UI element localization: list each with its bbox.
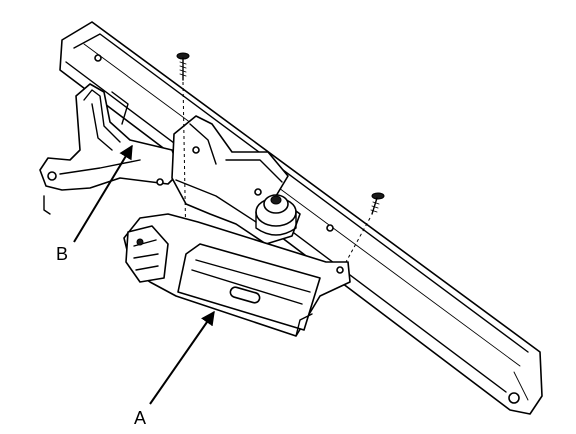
- callout-b-label: B: [56, 244, 68, 264]
- callout-a-label: A: [134, 408, 146, 428]
- plate-hole: [192, 146, 200, 154]
- screw-right: [370, 192, 385, 215]
- rail-frame: [59, 21, 543, 415]
- callout-a: A: [134, 310, 215, 428]
- left-bracket: [39, 83, 181, 215]
- screw-right-guide: [345, 217, 371, 263]
- rail-hole-mid: [326, 224, 334, 232]
- module-tab-hole: [336, 266, 344, 274]
- callout-b-leader: [73, 144, 133, 243]
- cable-end: [43, 195, 51, 215]
- callout-a-leader: [149, 310, 215, 405]
- bracket-hole: [47, 171, 57, 181]
- connector-pin: [136, 238, 144, 246]
- rail-mount-hole: [508, 392, 520, 404]
- control-module: [123, 213, 351, 337]
- screw-top: [176, 52, 190, 81]
- plate-hole-2: [254, 188, 262, 196]
- callout-b: B: [56, 144, 133, 264]
- module-slot: [229, 286, 261, 304]
- rail-hole-left: [94, 54, 102, 62]
- pulley-motor: [255, 194, 297, 236]
- bracket-hole-2: [156, 178, 164, 186]
